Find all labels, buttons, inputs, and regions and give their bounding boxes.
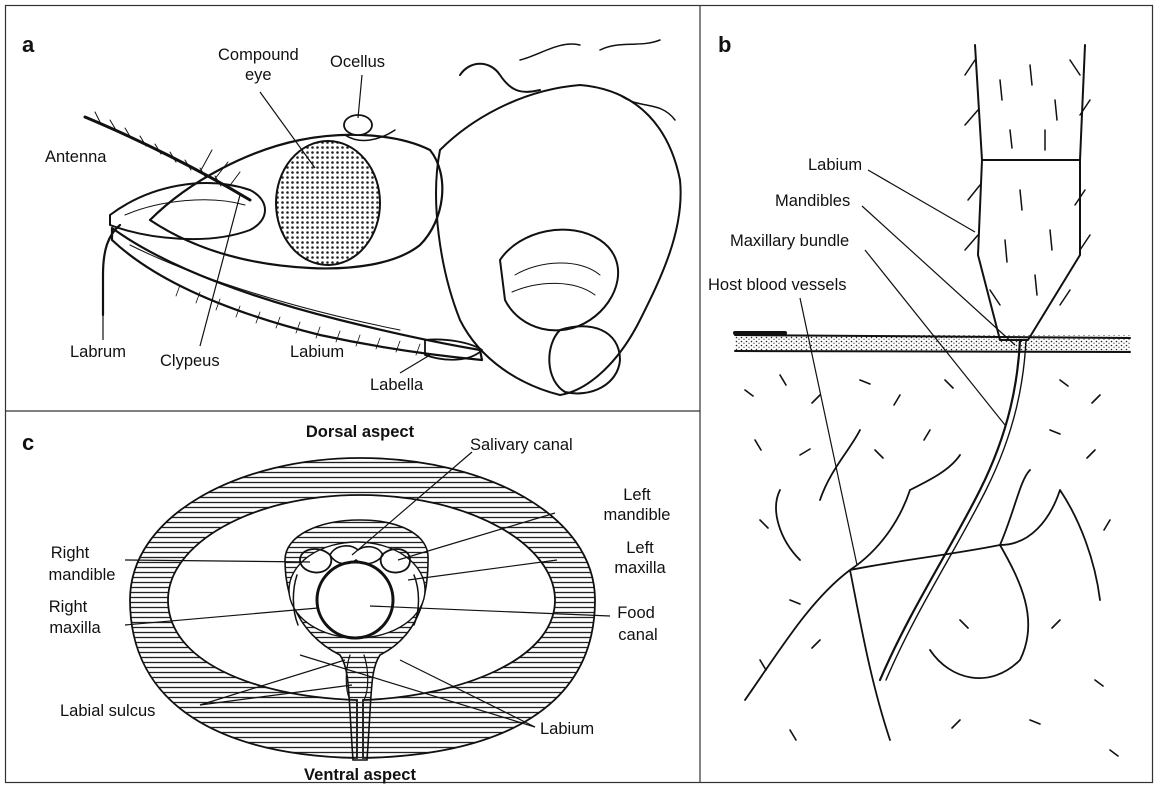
label-labella: Labella	[370, 376, 424, 394]
cross-section-illustration	[130, 458, 595, 760]
leader-clypeus	[200, 195, 240, 346]
ventral-aspect-label: Ventral aspect	[304, 766, 416, 784]
leader-labella	[400, 355, 430, 373]
panel-c-letter: c	[22, 430, 34, 455]
leader-compound-eye	[260, 92, 315, 168]
label-compound-eye-1: Compound	[218, 46, 299, 64]
label-left-mandible-1: Left	[623, 486, 651, 504]
label-clypeus: Clypeus	[160, 352, 220, 370]
panel-c: c Dorsal aspect Ventral aspect	[22, 423, 670, 784]
label-labial-sulcus: Labial sulcus	[60, 702, 155, 720]
label-food-canal-2: canal	[618, 626, 657, 644]
dorsal-aspect-label: Dorsal aspect	[306, 423, 415, 441]
proboscis-in-skin-illustration	[735, 45, 1130, 756]
label-right-mandible-2: mandible	[49, 566, 116, 584]
leader-ocellus	[358, 75, 362, 118]
label-mandibles: Mandibles	[775, 192, 850, 210]
panel-a: a	[22, 32, 681, 395]
label-compound-eye-2: eye	[245, 66, 272, 84]
label-salivary-canal: Salivary canal	[470, 436, 573, 454]
label-left-mandible-2: mandible	[604, 506, 671, 524]
label-right-mandible-1: Right	[51, 544, 90, 562]
label-labium-a: Labium	[290, 343, 344, 361]
label-ocellus: Ocellus	[330, 53, 385, 71]
label-food-canal-1: Food	[617, 604, 655, 622]
panel-b: b Labium Mandibles Maxil	[708, 32, 1130, 756]
panel-b-letter: b	[718, 32, 731, 57]
label-antenna: Antenna	[45, 148, 107, 166]
panel-a-letter: a	[22, 32, 35, 57]
label-labium-b: Labium	[808, 156, 862, 174]
label-labrum: Labrum	[70, 343, 126, 361]
label-right-maxilla-2: maxilla	[49, 619, 101, 637]
label-right-maxilla-1: Right	[49, 598, 88, 616]
leader-labium-b	[868, 170, 975, 232]
label-left-maxilla-2: maxilla	[614, 559, 666, 577]
label-host-blood-vessels: Host blood vessels	[708, 276, 847, 294]
mosquito-head-illustration	[85, 40, 681, 395]
label-maxillary-bundle: Maxillary bundle	[730, 232, 849, 250]
label-left-maxilla-1: Left	[626, 539, 654, 557]
label-labium-c: Labium	[540, 720, 594, 738]
